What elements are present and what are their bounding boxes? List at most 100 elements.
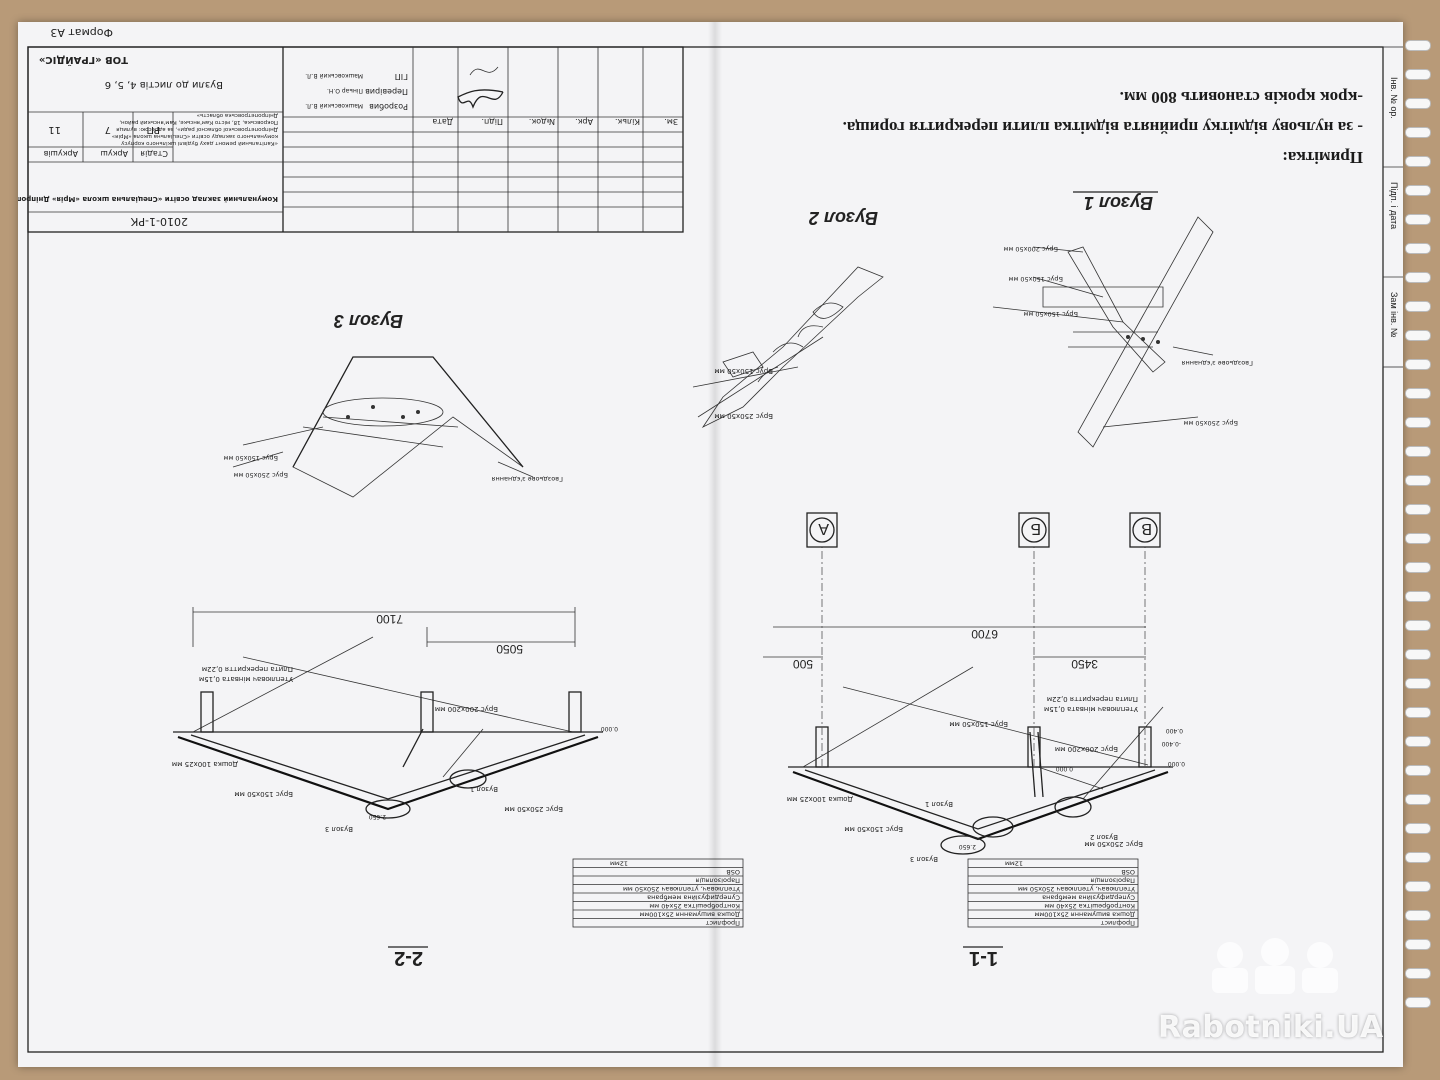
hdr-sheet: Аркуш — [101, 149, 128, 158]
role-3: ГІП — [395, 72, 408, 81]
axis-label-a: А — [818, 520, 829, 537]
drawing-canvas: Інв. № ор. Підп. і дата Зам інв. № 1-1 — [18, 26, 1403, 1053]
level-1-1-4: 2.650 — [959, 843, 976, 850]
axis-marker-a — [806, 512, 838, 548]
label-1-1-5: Брус 150х50 мм — [844, 825, 903, 833]
format-label: Формат А3 — [50, 26, 113, 39]
binding-ring — [1405, 359, 1431, 370]
label-1-1-9: Вузол 3 — [910, 855, 938, 863]
section-1-1: 1-1 Профлист Дошка вишумання 25х100мм — [763, 512, 1185, 969]
layer-2-2-7: 12мм — [610, 860, 628, 868]
role-1: Розробив — [369, 102, 408, 111]
title-block: 2010-1-РК Комунальний заклад освіти «Спе… — [18, 46, 684, 233]
hdr-pidp: Підп. — [481, 117, 503, 126]
section-1-1-title: 1-1 — [969, 947, 998, 969]
level-2-2-1: 2.650 — [369, 813, 386, 820]
binding-ring — [1405, 98, 1431, 109]
binding-ring — [1405, 852, 1431, 863]
dim-6700: 6700 — [971, 627, 998, 641]
node-1-label-1: Брус 150х50 мм — [1008, 275, 1063, 283]
hdr-kil: Кільк. — [615, 117, 640, 126]
layer-1-1-6: OSB — [1121, 868, 1135, 876]
node-ellipse-5 — [365, 799, 411, 819]
section-1-1-roof-inner — [804, 769, 1156, 830]
label-2-2-1: Утеплювач мінвата 0,15м — [199, 675, 293, 683]
watermark-text: Rabotniki.UA — [1158, 1010, 1384, 1045]
watermark-logo-icon — [1212, 938, 1338, 994]
label-2-2-4: Брус 150х50 мм — [234, 790, 293, 798]
binding-ring — [1405, 562, 1431, 573]
label-2-2-3: Брус 250х50 мм — [504, 805, 563, 813]
hdr-ark: Арк. — [575, 117, 593, 126]
layer-2-2-4: Утеплювач, утеплювач 250х50 мм — [623, 885, 740, 893]
binding-ring — [1405, 968, 1431, 979]
binding-ring — [1405, 504, 1431, 515]
hdr-date: Дата — [432, 117, 453, 126]
node-3-label-1: Брус 150х50 мм — [223, 454, 278, 462]
label-1-1-3: Плита перекриття 0,22м — [1047, 695, 1138, 703]
binding-ring — [1405, 156, 1431, 167]
title-project: Комунальний заклад освіти «Спеціальна шк… — [18, 195, 278, 203]
node-2-title: Вузол 2 — [809, 208, 878, 228]
binding-ring — [1405, 40, 1431, 51]
binding-ring — [1405, 736, 1431, 747]
label-1-1-0: Брус 200х200 мм — [1055, 745, 1118, 753]
node-3-label-0: Брус 250х50 мм — [233, 471, 288, 479]
label-2-2-0: Брус 200х200 мм — [435, 705, 498, 713]
hdr-sheets: Аркушів — [43, 149, 78, 158]
hdr-stage: Стадія — [140, 149, 168, 158]
binding-ring — [1405, 591, 1431, 602]
node-1-detail: Брус 250х50 мм Брус 150х50 мм Брус 150х5… — [992, 191, 1253, 448]
signature-mark — [457, 89, 504, 109]
node-ellipse-1 — [1054, 796, 1092, 818]
binding-ring — [1405, 69, 1431, 80]
note-title: Примітка: — [1282, 148, 1363, 167]
title-desc-5: Дніпропетровська область» — [197, 112, 278, 118]
sheet-frame — [27, 46, 1384, 1053]
level-1-1-1: 0.400 — [1166, 727, 1183, 734]
binding-ring — [1405, 939, 1431, 950]
post-2-2-right — [200, 691, 214, 733]
axis-label-b: Б — [1031, 520, 1042, 537]
binding-ring — [1405, 330, 1431, 341]
paper-fold — [708, 22, 722, 1067]
val-stage: РП — [146, 124, 160, 135]
binding-ring — [1405, 910, 1431, 921]
binding-ring — [1405, 649, 1431, 660]
label-2-2-2: Плита перекриття 0,22м — [202, 665, 293, 673]
label-1-1-7: Вузол 1 — [925, 800, 953, 808]
layer-1-1-4: Утеплювач, утеплювач 250х50 мм — [1018, 885, 1135, 893]
label-2-2-7: Вузол 3 — [325, 825, 353, 833]
note-line-1: - за нульову відмітку прийнята відмітка … — [843, 118, 1363, 137]
binding-ring — [1405, 707, 1431, 718]
side-stamp-col-2: Підп. і дата — [1389, 182, 1399, 229]
section-2-2-layer-callout: Профлист Дошка вишумання 25х100мм Контро… — [572, 858, 744, 928]
section-2-2-roof-outer — [177, 735, 599, 811]
side-stamp: Інв. № ор. Підп. і дата Зам інв. № — [1382, 46, 1403, 368]
title-block-frame — [27, 46, 684, 233]
binding-ring — [1405, 881, 1431, 892]
label-2-2-5: Дошка 100х25 мм — [172, 760, 238, 768]
node-1-label-0: Брус 250х50 мм — [1183, 419, 1238, 427]
layer-1-1-2: Контробрешітка 25х40 мм — [1044, 902, 1135, 910]
val-sheets: 11 — [48, 124, 61, 135]
layer-1-1-0: Профлист — [1100, 919, 1135, 927]
title-desc-2: комунального закладу освіти «Спеціальна … — [112, 133, 278, 139]
label-1-1-1: Брус 150х50 мм — [949, 720, 1008, 728]
layer-2-2-2: Контробрешітка 25х40 мм — [649, 902, 740, 910]
level-2-2-0: 0.000 — [601, 725, 618, 732]
dim-7100: 7100 — [376, 612, 403, 626]
dim-3450: 3450 — [1071, 657, 1098, 671]
binding-ring — [1405, 417, 1431, 428]
binding-ring — [1405, 533, 1431, 544]
binding-ring — [1405, 823, 1431, 834]
label-2-2-6: Вузол 1 — [470, 785, 498, 793]
level-1-1-0: 0.000 — [1168, 760, 1185, 767]
layer-1-1-7: 12мм — [1005, 860, 1023, 868]
sheet-content-rotated: Інв. № ор. Підп. і дата Зам інв. № 1-1 — [18, 22, 1403, 1067]
hdr-zm: Зм. — [664, 117, 678, 126]
node-3-label-2: Гвоздьове з'єднання — [492, 475, 563, 483]
node-1-label-2: Брус 150х50 мм — [1023, 310, 1078, 318]
binding-ring — [1405, 620, 1431, 631]
title-desc-3: Дніпропетровської обласної ради», за адр… — [116, 126, 278, 132]
